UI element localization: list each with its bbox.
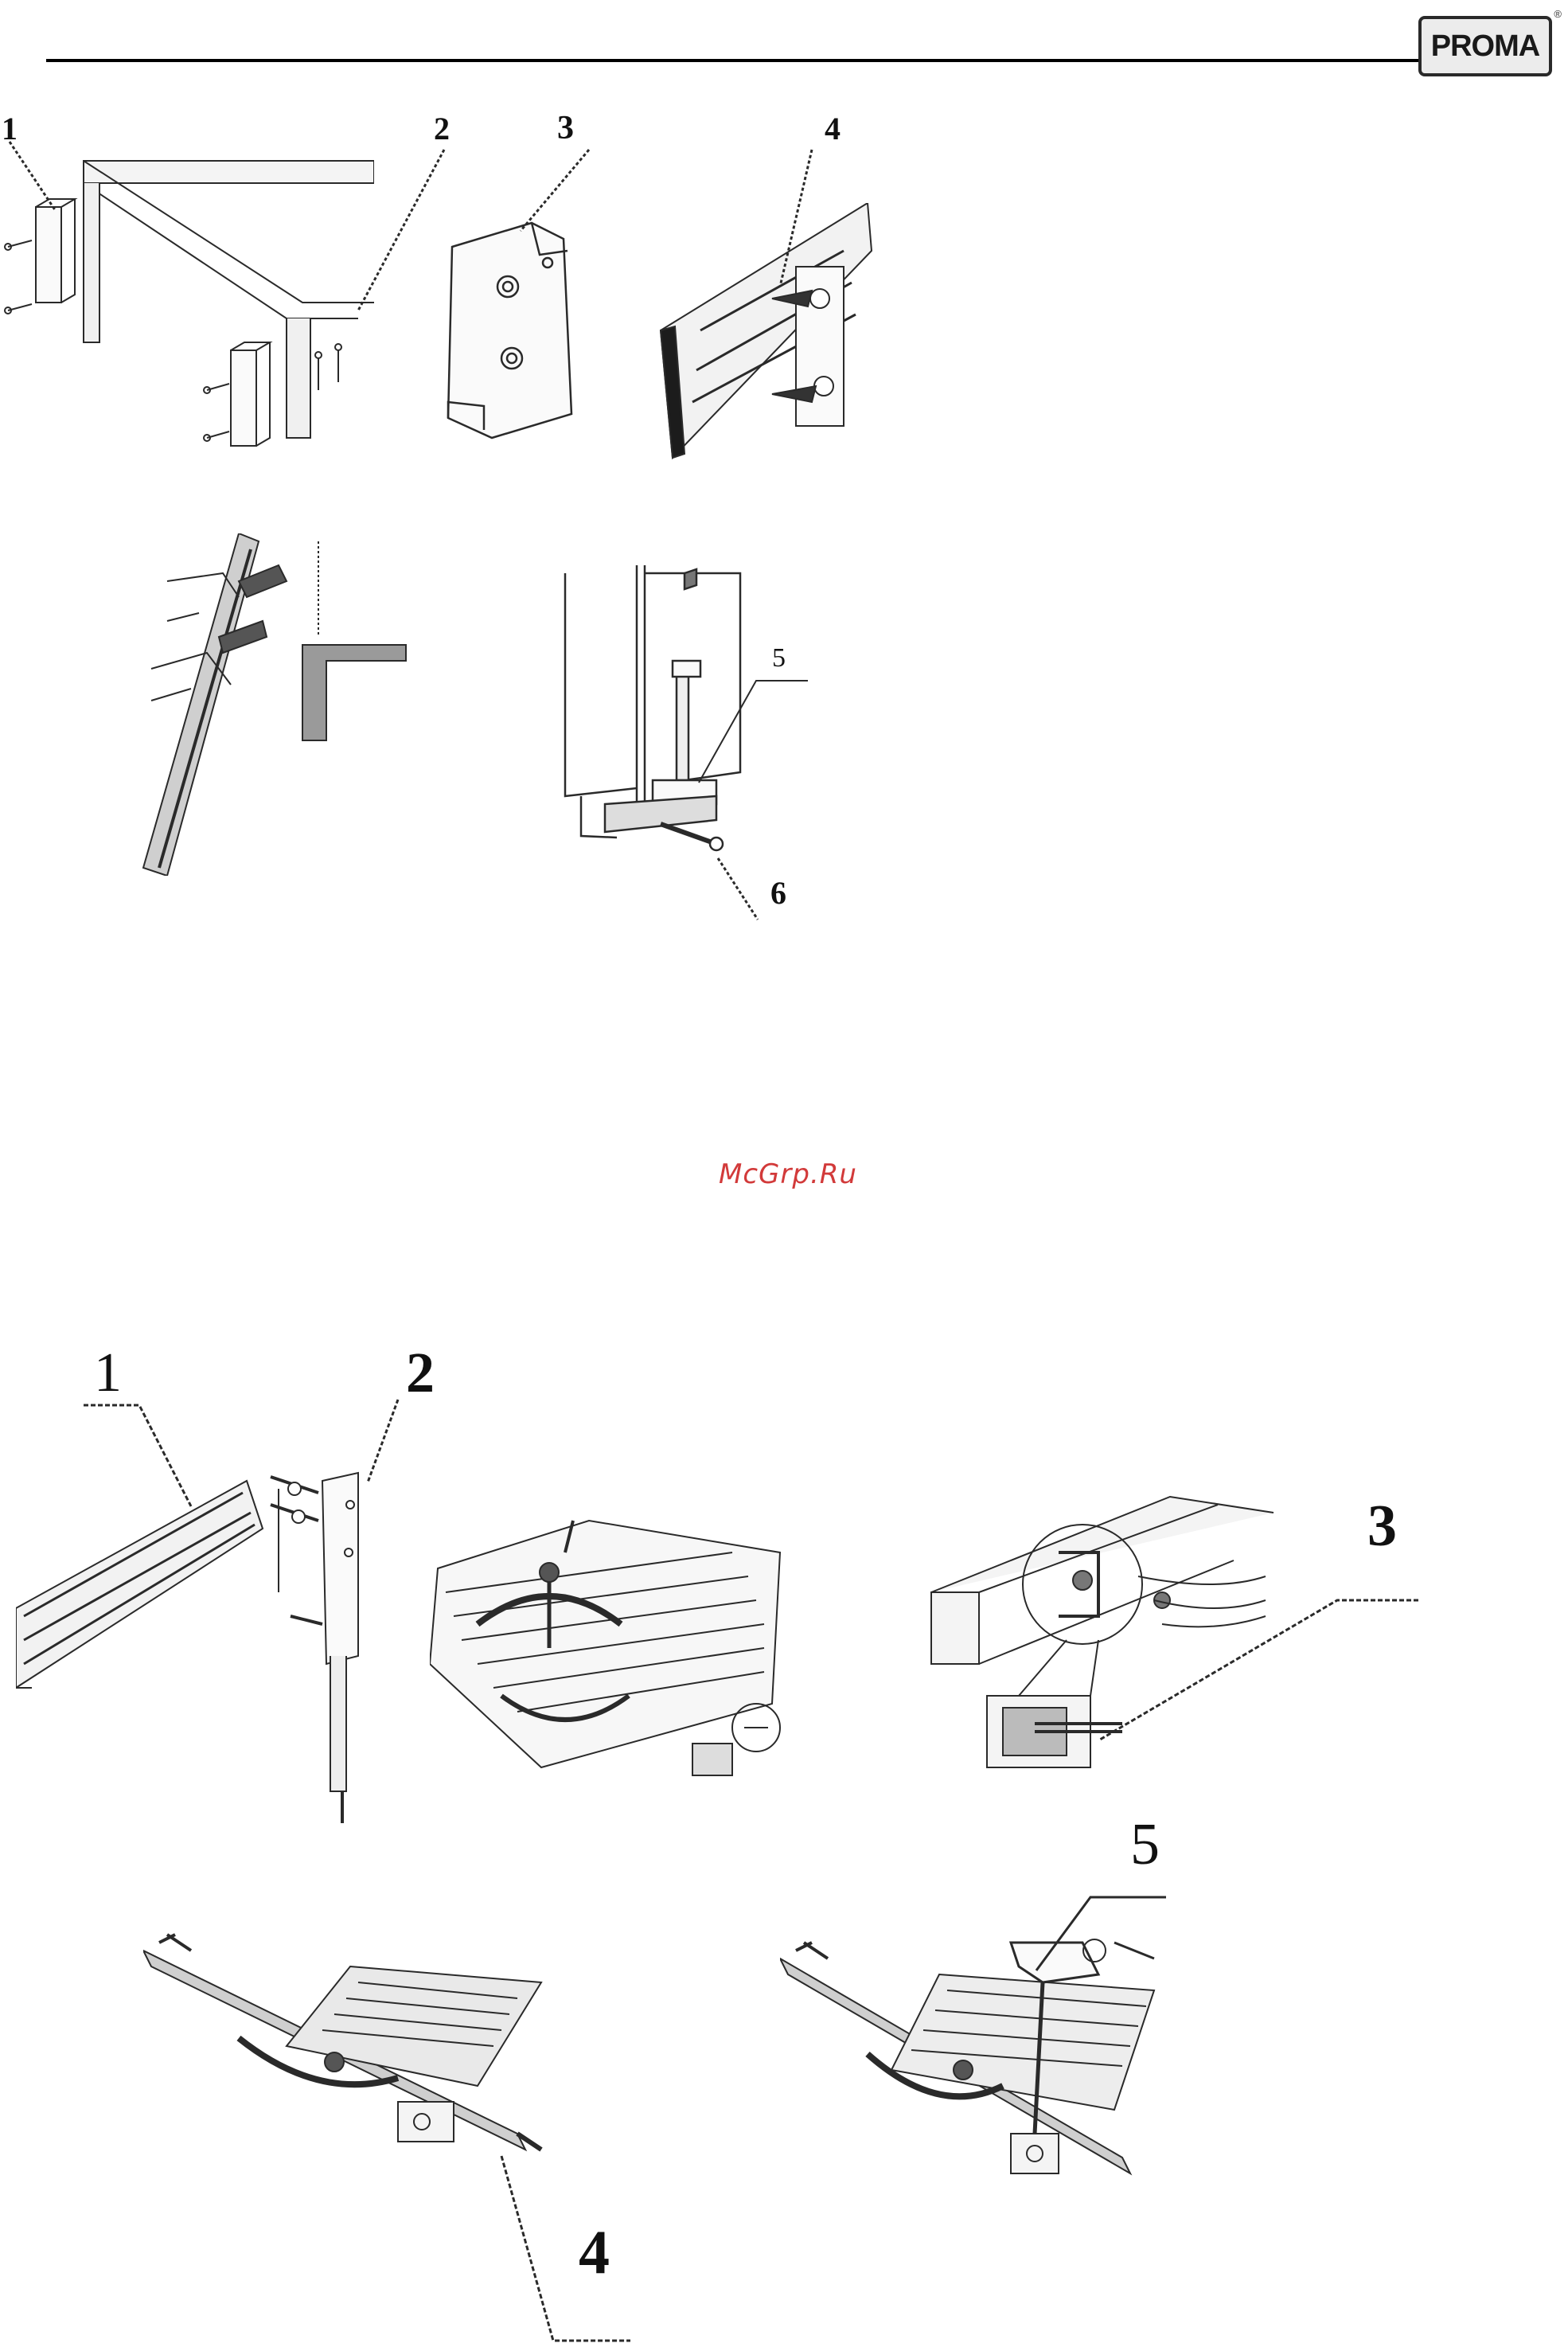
proma-logo: PROMA ® [1418,11,1558,78]
leader-bottom-3 [1090,1588,1425,1748]
figure-extension-rail [16,1457,390,1831]
header-rule [46,59,1423,62]
logo-text: PROMA [1431,29,1539,64]
figure-angle-gauge [430,1505,788,1791]
callout-top-3: 3 [557,111,574,145]
callout-bottom-5: 5 [1130,1815,1160,1874]
angle-gauge-drawing [430,1505,788,1791]
registered-mark: ® [1554,8,1562,20]
leader-top-6 [708,852,788,924]
callout-top-5: 5 [772,645,786,672]
leader-top-1 [0,135,72,223]
figure-mounting-plate [436,215,587,446]
leader-bottom-5 [1027,1891,1170,1978]
leader-bottom-2 [358,1393,422,1489]
mounting-plate-drawing [436,215,587,446]
logo-box: PROMA [1418,16,1552,76]
leader-bottom-4 [493,2150,637,2349]
leader-top-4 [764,143,844,295]
leader-top-5 [692,673,812,792]
leader-top-3 [509,143,597,239]
callout-bottom-1: 1 [94,1345,122,1401]
callout-top-2: 2 [434,113,450,145]
inclined-rail-drawing [119,533,422,876]
watermark-text: McGrp.Ru [708,1158,868,1190]
sliding-table-drawing [143,1927,557,2181]
callout-bottom-3: 3 [1367,1497,1397,1556]
extension-rail-drawing [16,1457,390,1831]
figure-sliding-table [143,1927,557,2181]
figure-inclined-rail [119,533,422,876]
leader-bottom-1 [80,1401,207,1513]
callout-top-4: 4 [825,113,841,145]
